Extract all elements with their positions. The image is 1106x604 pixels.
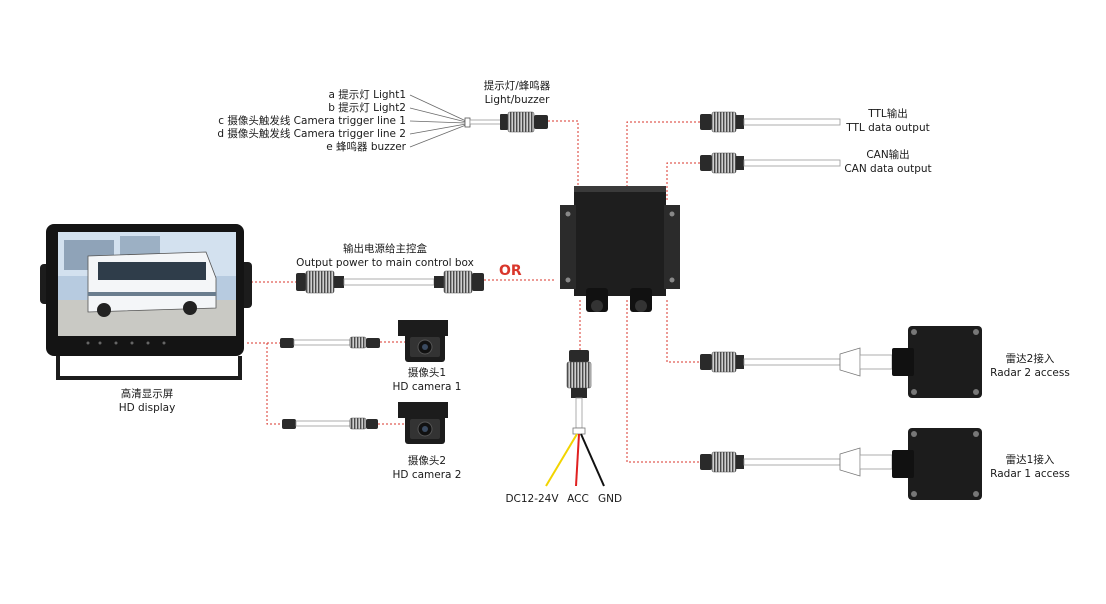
ttl-cable bbox=[700, 111, 841, 133]
radar2-device bbox=[892, 326, 982, 398]
power-output-cable bbox=[296, 270, 484, 294]
wire-yellow bbox=[545, 433, 578, 487]
main-control-box bbox=[560, 186, 680, 312]
label-acc-wire: ACC bbox=[567, 493, 589, 505]
label-power-en: Output power to main control box bbox=[296, 257, 474, 269]
label-can-en: CAN data output bbox=[844, 163, 932, 175]
can-cable bbox=[700, 152, 841, 174]
camera1-cable bbox=[280, 336, 380, 349]
label-ttl-en: TTL data output bbox=[846, 122, 930, 134]
label-display-cn: 高清显示屏 bbox=[120, 388, 174, 400]
label-dc-wire: DC12-24V bbox=[505, 493, 559, 505]
label-trigger1: c 摄像头触发线 Camera trigger line 1 bbox=[218, 115, 406, 127]
label-light-buzzer-cn: 提示灯/蜂鸣器 bbox=[483, 80, 551, 92]
label-camera1-en: HD camera 1 bbox=[392, 381, 462, 393]
hd-display bbox=[40, 224, 252, 380]
power-input-cable bbox=[566, 350, 592, 435]
radar1-cable bbox=[700, 447, 893, 477]
dotted-connections bbox=[247, 120, 700, 463]
camera2-device bbox=[398, 402, 448, 444]
label-power-cn: 输出电源给主控盒 bbox=[343, 243, 427, 255]
label-camera2-en: HD camera 2 bbox=[392, 469, 462, 481]
light-buzzer-cable bbox=[464, 111, 548, 133]
label-light-buzzer-en: Light/buzzer bbox=[484, 94, 550, 106]
radar1-device bbox=[892, 428, 982, 500]
label-radar2-en: Radar 2 access bbox=[990, 367, 1070, 379]
wire-black bbox=[580, 433, 605, 487]
radar2-cable bbox=[700, 347, 893, 377]
label-radar1-cn: 雷达1接入 bbox=[1005, 454, 1055, 466]
label-gnd-wire: GND bbox=[597, 493, 623, 505]
wire-red bbox=[575, 433, 580, 487]
label-radar1-en: Radar 1 access bbox=[990, 468, 1070, 480]
label-can-cn: CAN输出 bbox=[866, 149, 910, 161]
camera1-device bbox=[398, 320, 448, 362]
label-light2: b 提示灯 Light2 bbox=[328, 102, 406, 114]
label-buzzer: e 蜂鸣器 buzzer bbox=[326, 141, 406, 153]
label-display-en: HD display bbox=[118, 402, 176, 414]
light-harness bbox=[409, 94, 467, 148]
label-light1: a 提示灯 Light1 bbox=[328, 89, 407, 101]
camera2-cable bbox=[282, 417, 378, 430]
label-camera2-cn: 摄像头2 bbox=[407, 455, 447, 467]
label-trigger2: d 摄像头触发线 Camera trigger line 2 bbox=[217, 128, 406, 140]
label-or: OR bbox=[499, 263, 522, 279]
label-camera1-cn: 摄像头1 bbox=[407, 367, 447, 379]
label-radar2-cn: 雷达2接入 bbox=[1005, 353, 1055, 365]
label-ttl-cn: TTL输出 bbox=[868, 108, 908, 120]
